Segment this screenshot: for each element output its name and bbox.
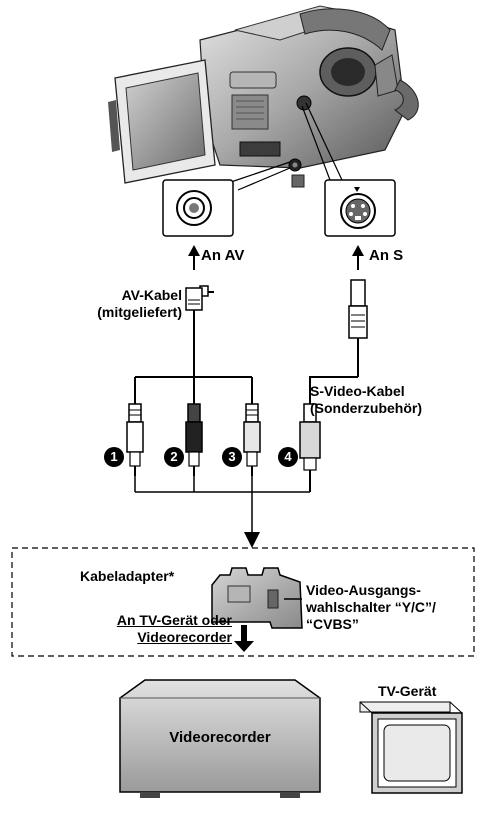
tv-set — [359, 701, 463, 794]
output-switch-line2: wahlschalter “Y/C”/ — [306, 599, 436, 615]
av-up-arrow — [188, 245, 200, 270]
output-switch-label: Video-Ausgangs- wahlschalter “Y/C”/ “CVB… — [306, 582, 436, 633]
av-cable-label-line1: AV-Kabel — [121, 287, 182, 303]
av-cable-label-line2: (mitgeliefert) — [97, 304, 182, 320]
jack-pointer-lines — [227, 102, 343, 191]
av-jack-closeup — [162, 179, 234, 237]
down-arrow-to-tv — [234, 625, 254, 652]
output-switch-line1: Video-Ausgangs- — [306, 582, 421, 598]
av-cable-label: AV-Kabel (mitgeliefert) — [78, 287, 182, 321]
s-jack-closeup — [324, 179, 396, 237]
rca-plug-3 — [243, 403, 261, 476]
av-cable-split — [134, 376, 253, 404]
cable-adapter — [211, 567, 303, 629]
destination-line1: An TV-Gerät oder — [116, 612, 232, 628]
plug-number-2: 2 — [164, 447, 184, 467]
svideo-cable-label-line1: S-Video-Kabel — [310, 383, 405, 399]
plug-number-4: 4 — [278, 447, 298, 467]
s-port-label: An S — [369, 247, 404, 264]
svideo-cable — [299, 279, 368, 492]
rca-plug-2 — [185, 403, 203, 476]
vcr-label: Videorecorder — [169, 729, 271, 746]
camcorder-illustration — [108, 5, 419, 188]
plugs-bracket — [134, 476, 310, 540]
tv-label: TV-Gerät — [378, 683, 437, 699]
vcr-device — [119, 679, 321, 798]
plug-number-3: 3 — [222, 447, 242, 467]
destination-label: An TV-Gerät oder Videorecorder — [70, 612, 232, 646]
s-up-arrow — [352, 245, 364, 270]
destination-line2: Videorecorder — [137, 629, 232, 645]
adapter-dashed-box — [11, 547, 475, 657]
adapter-label: Kabeladapter* — [80, 568, 175, 584]
rca-plug-1 — [126, 403, 144, 476]
svideo-cable-label-line2: (Sonderzubehör) — [310, 400, 422, 416]
av-port-label: An AV — [201, 247, 245, 264]
plug-number-1: 1 — [104, 447, 124, 467]
down-arrow-to-adapter — [244, 532, 260, 548]
output-switch-line3: “CVBS” — [306, 616, 359, 632]
svideo-cable-label: S-Video-Kabel (Sonderzubehör) — [310, 383, 422, 417]
av-cable-miniplug — [185, 285, 214, 377]
